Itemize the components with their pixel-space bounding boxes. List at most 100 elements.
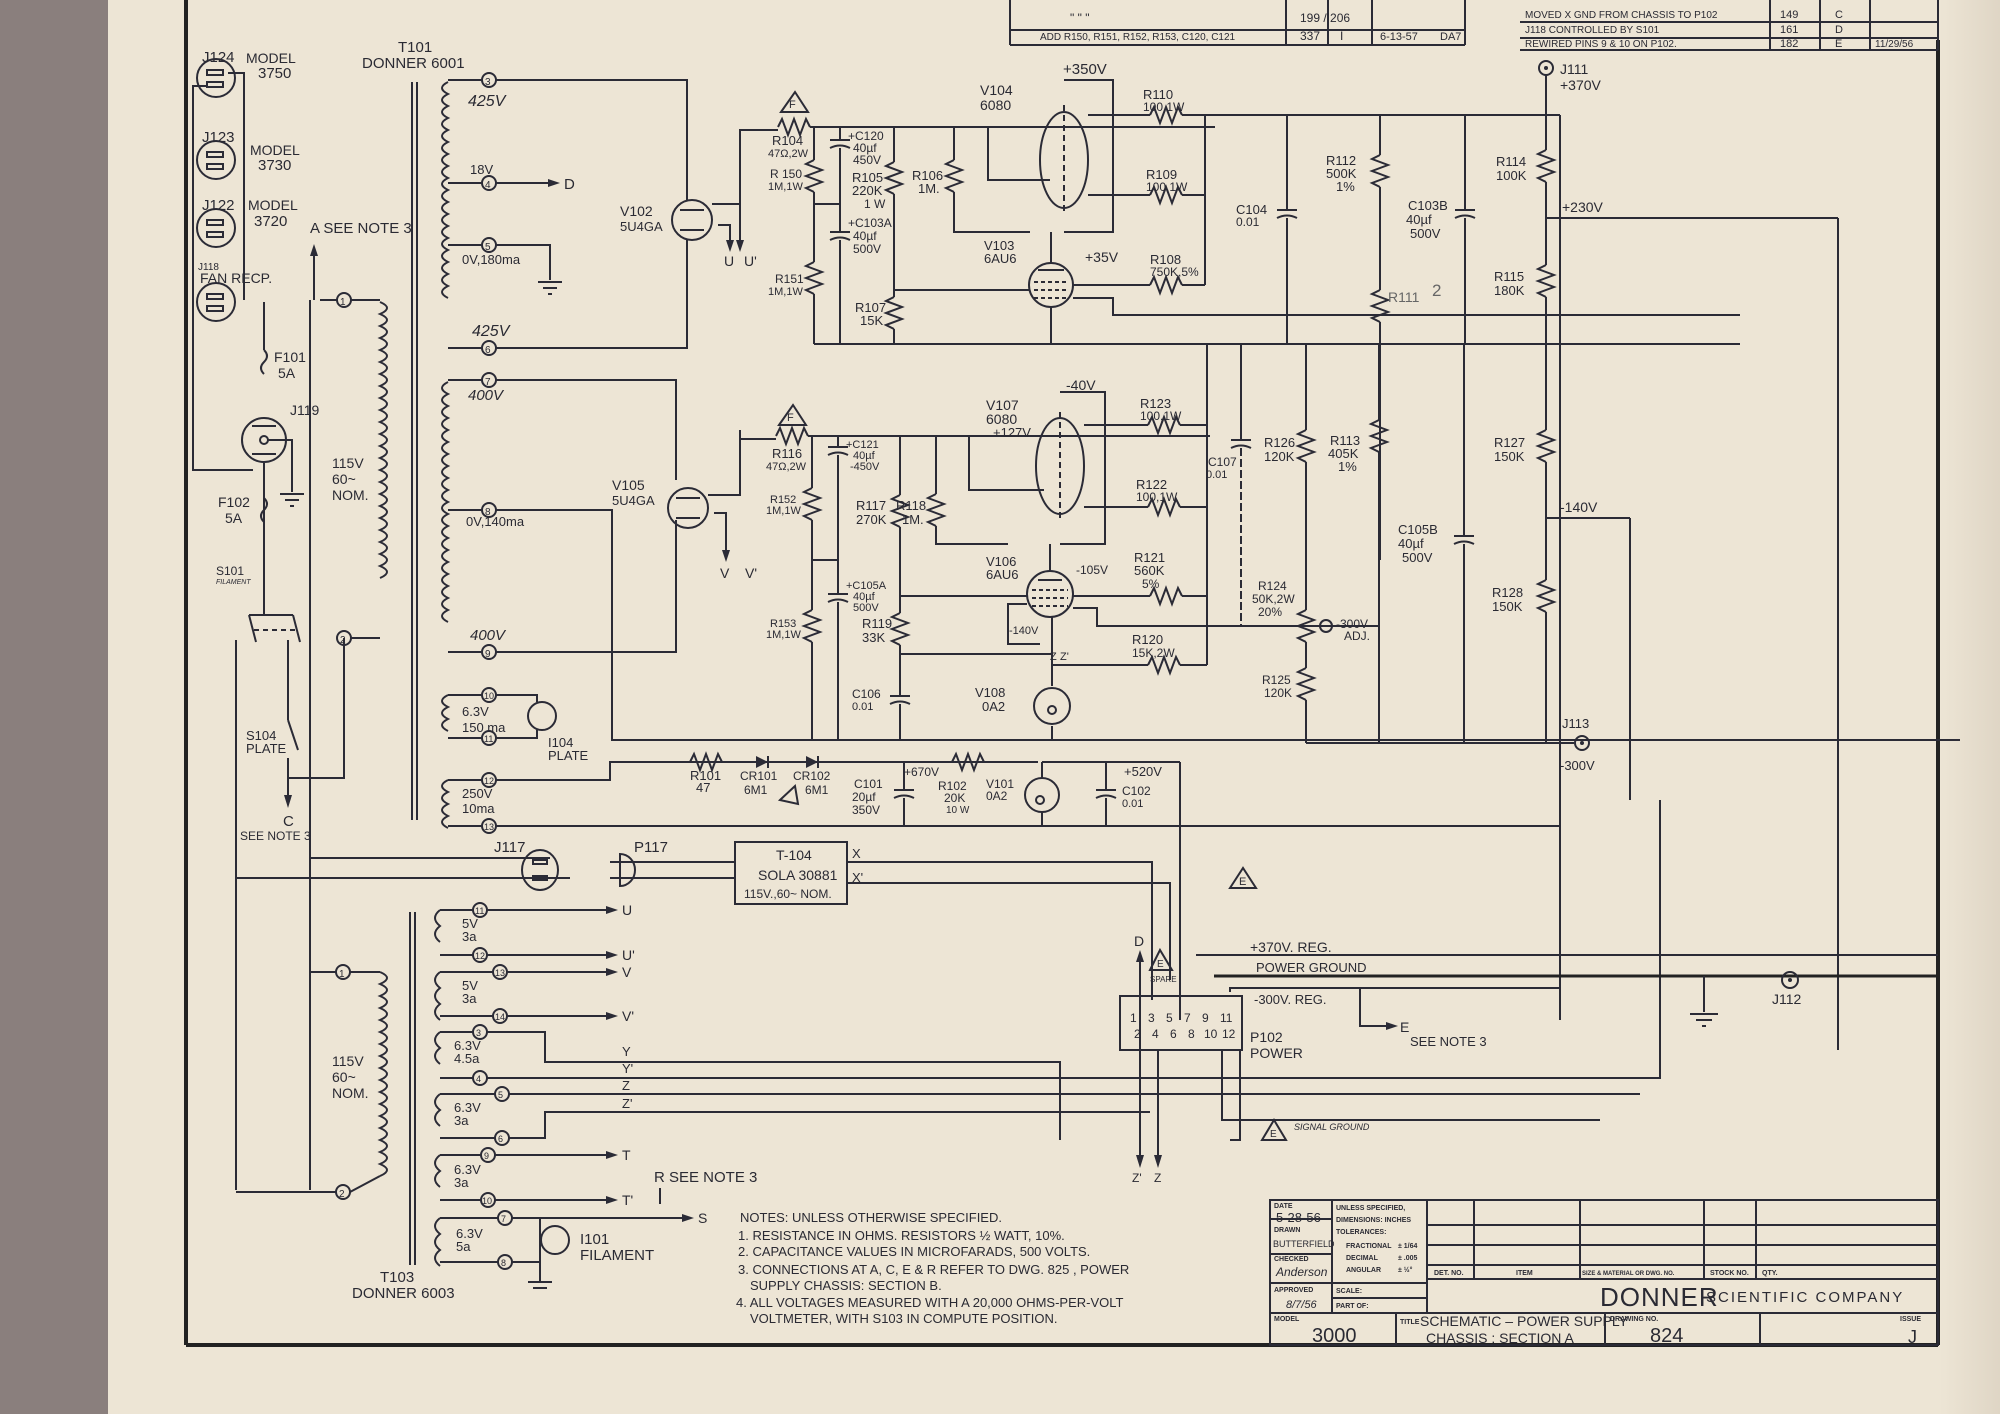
plus-35v: +35V [1085, 249, 1119, 265]
r105-value: 220K [852, 183, 883, 198]
rev-ecn-g: 199 / 206 [1300, 11, 1350, 25]
r118-value: 1M. [902, 512, 924, 527]
r117-value: 270K [856, 512, 887, 527]
adj-label: ADJ. [1344, 629, 1370, 643]
c120-volt: 450V [853, 153, 881, 167]
r126-value: 120K [1264, 449, 1295, 464]
rev-ecn-c: 149 [1780, 9, 1798, 21]
r116-value: 47Ω,2W [766, 461, 807, 473]
t103-w-t-a: 3a [454, 1175, 469, 1190]
tb-checked-label: CHECKED [1274, 1256, 1309, 1263]
c120-label: +C120 [848, 129, 884, 143]
rev-desc-g: " " " [1070, 11, 1089, 25]
r115-label: R115 [1494, 269, 1524, 284]
tb-dwg-number: 824 [1650, 1325, 1683, 1347]
r153-value: 1M,1W [766, 629, 801, 641]
r122-label: R122 [1136, 477, 1167, 492]
receptacle-j122 [196, 208, 236, 248]
t103-winding-u [434, 902, 618, 963]
jack-j113[interactable] [1574, 735, 1590, 751]
r123-label: R123 [1140, 396, 1171, 411]
r150-label: R 150 [770, 167, 802, 181]
r110-value: 100,1W [1143, 100, 1185, 114]
flag-e-top-label: E [1239, 876, 1246, 888]
tb-col-size: SIZE & MATERIAL OR DWG. NO. [1582, 1271, 1675, 1277]
t103-primary-v: 115V [332, 1053, 364, 1069]
e-see-note-3: SEE NOTE 3 [1410, 1034, 1487, 1049]
tb-title-line2: CHASSIS : SECTION A [1426, 1330, 1574, 1346]
switch-s101[interactable] [248, 614, 257, 643]
lamp-i104 [527, 701, 557, 731]
t101-pin-9: 9 [485, 649, 491, 660]
c-label: C [283, 813, 294, 830]
receptacle-j118 [196, 282, 236, 322]
adjust-screw-icon[interactable] [1319, 619, 1333, 633]
f101-value: 5A [278, 365, 296, 381]
t103-winding-s [434, 1210, 694, 1289]
e-label: E [1400, 1019, 1409, 1035]
plus-127v: +127V [993, 425, 1031, 440]
t104-name: SOLA 30881 [758, 867, 838, 883]
t103-primary-nom: NOM. [332, 1085, 369, 1101]
r111-label: R111 [1388, 289, 1420, 305]
r108-label: R108 [1150, 252, 1181, 267]
switch-s104[interactable] [287, 719, 299, 751]
t103-w-s-v: 6.3V [456, 1226, 483, 1241]
rev-issue-e: E [1835, 38, 1842, 50]
jack-j112[interactable] [1781, 971, 1799, 989]
c105a-value: 40µf [853, 591, 876, 603]
t103-w-v-a: 3a [462, 991, 477, 1006]
r124-value: 50K,2W [1252, 592, 1295, 606]
t101-w3-v: 6.3V [462, 704, 489, 719]
t103-winding-y [434, 800, 1661, 1140]
r113-value: 405K [1328, 446, 1359, 461]
flag-e-signal [1260, 1118, 1288, 1141]
r127-value: 150K [1494, 449, 1525, 464]
tb-checked: Anderson [1275, 1265, 1328, 1279]
t103-pin-13: 13 [495, 968, 505, 978]
v104-label: V104 [980, 82, 1013, 98]
reg-300v-label: -300V. REG. [1254, 992, 1327, 1007]
j123-model: 3730 [258, 157, 291, 174]
z-label: Z [1050, 651, 1057, 663]
t101-primary-winding [377, 301, 388, 579]
c-see-note-3: SEE NOTE 3 [240, 829, 311, 843]
r106-value: 1M. [918, 181, 940, 196]
c105b-label: C105B [1398, 522, 1438, 537]
c107-label: C107 [1208, 455, 1237, 469]
transformer-t104 [734, 841, 848, 905]
s104-sub-label: PLATE [246, 741, 287, 756]
r-see-note-3: R SEE NOTE 3 [654, 1169, 757, 1186]
t101-pin-3: 3 [485, 77, 491, 88]
tb-date-label: DATE [1274, 1203, 1293, 1210]
c102-value: 0.01 [1122, 798, 1143, 810]
a-see-note-3: A SEE NOTE 3 [310, 220, 412, 237]
plus-520v: +520V [1124, 764, 1162, 779]
tb-partof: PART OF: [1336, 1303, 1369, 1310]
t101-w1-top-v: 425V [468, 93, 507, 110]
tube-v101 [1024, 777, 1060, 813]
to-d-label: D [564, 176, 575, 193]
v-prime-label: V' [745, 565, 757, 581]
r116-label: R116 [772, 446, 802, 461]
out-v-prime: V' [622, 1008, 634, 1024]
cr102-label: CR102 [793, 769, 831, 783]
tb-model: 3000 [1312, 1325, 1357, 1347]
minus-140v: -140V [1560, 499, 1598, 515]
r153-label: R153 [770, 618, 796, 630]
tb-issue-label: ISSUE [1900, 1316, 1921, 1323]
r119-value: 33K [862, 630, 885, 645]
p102-spare-label: SPARE [1150, 975, 1177, 984]
p102-pin-1: 1 [1130, 1011, 1137, 1025]
j113-voltage: -300V [1560, 758, 1595, 773]
signal-ground-label: SIGNAL GROUND [1294, 1122, 1370, 1132]
s101-sub-label: FILAMENT [216, 579, 251, 586]
s104-label: S104 [246, 728, 276, 743]
t103-pin-12: 12 [475, 951, 485, 961]
j117-label: J117 [494, 839, 525, 856]
v107-label: V107 [986, 397, 1019, 413]
v-label: V [720, 565, 730, 581]
r121-value: 560K [1134, 563, 1165, 578]
f102-label: F102 [218, 494, 250, 510]
plus-670v: +670V [904, 765, 939, 779]
